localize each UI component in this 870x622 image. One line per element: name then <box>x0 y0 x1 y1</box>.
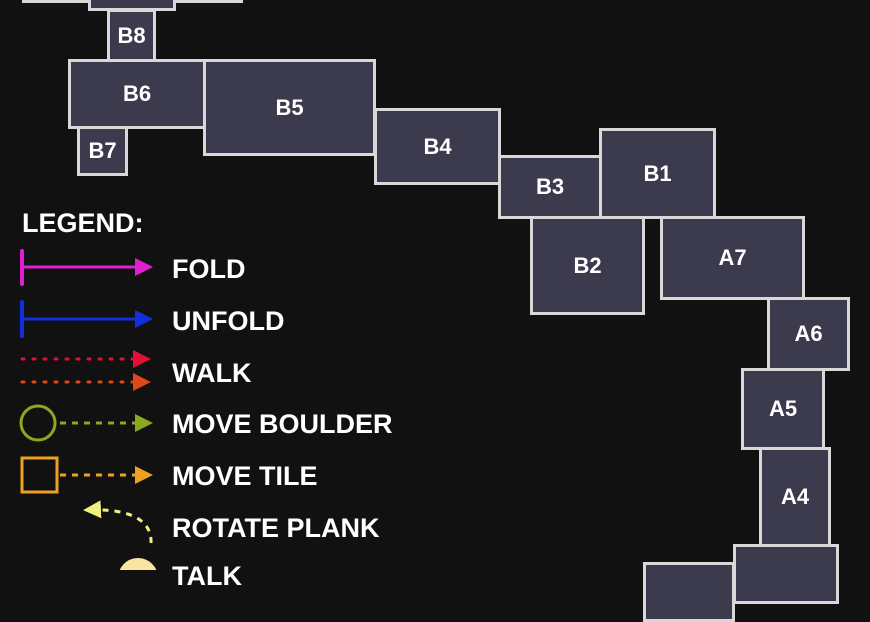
room-b1: B1 <box>599 128 716 219</box>
rotate-plank-icon <box>83 500 153 544</box>
legend-move-boulder-label: MOVE BOULDER <box>172 409 393 439</box>
room-bottom-left <box>643 562 735 622</box>
legend-rotate-plank-label: ROTATE PLANK <box>172 513 380 543</box>
legend-talk-label: TALK <box>172 561 242 591</box>
room-a7: A7 <box>660 216 805 300</box>
legend-fold-label: FOLD <box>172 254 246 284</box>
talk-icon <box>119 558 157 570</box>
room-b4: B4 <box>374 108 501 185</box>
walk-arrow-icon <box>20 350 151 391</box>
room-b7: B7 <box>77 126 128 176</box>
legend-move-tile-label: MOVE TILE <box>172 461 318 491</box>
legend-walk-label: WALK <box>172 358 252 388</box>
legend-icons <box>19 249 157 570</box>
legend-title: LEGEND: <box>22 208 144 238</box>
fold-arrow-icon <box>20 249 153 286</box>
room-b2: B2 <box>530 216 645 315</box>
room-b6: B6 <box>68 59 206 129</box>
room-b8: B8 <box>107 9 156 62</box>
room-a4: A4 <box>759 447 831 547</box>
legend-unfold-label: UNFOLD <box>172 306 285 336</box>
move-tile-icon <box>20 456 153 494</box>
move-boulder-icon <box>19 404 153 442</box>
unfold-arrow-icon <box>20 300 153 338</box>
room-b5: B5 <box>203 59 376 156</box>
